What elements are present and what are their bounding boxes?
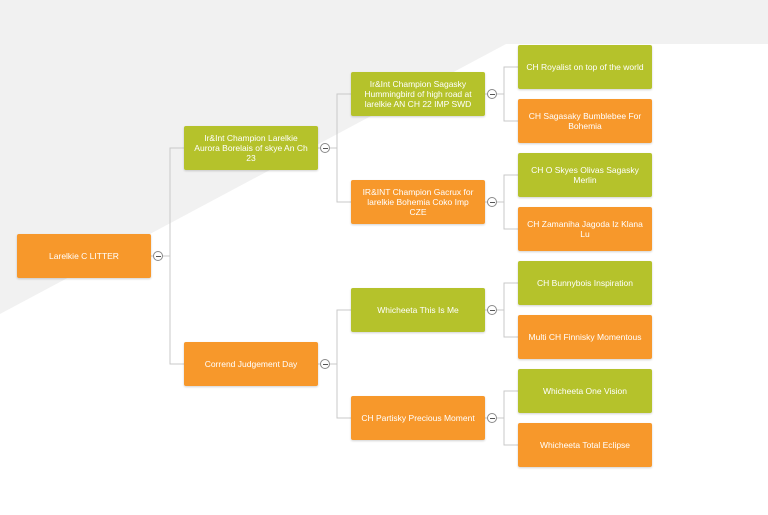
node-sss[interactable]: CH Royalist on top of the world bbox=[518, 45, 652, 89]
node-label: CH Royalist on top of the world bbox=[526, 62, 644, 72]
node-label: Corrend Judgement Day bbox=[204, 359, 298, 369]
node-label: Larelkie C LITTER bbox=[49, 251, 119, 261]
node-label: Ir&Int Champion Sagasky Hummingbird of h… bbox=[364, 79, 472, 109]
node-dam[interactable]: Corrend Judgement Day bbox=[184, 342, 318, 386]
node-dss[interactable]: CH Bunnybois Inspiration bbox=[518, 261, 652, 305]
node-label: CH O Skyes Olivas Sagasky Merlin bbox=[531, 165, 639, 185]
collapse-toggle-sire-sire[interactable] bbox=[487, 89, 497, 99]
collapse-toggle-sire-dam[interactable] bbox=[487, 197, 497, 207]
node-dam-sire[interactable]: Whicheeta This Is Me bbox=[351, 288, 485, 332]
node-label: CH Sagasaky Bumblebee For Bohemia bbox=[528, 111, 642, 131]
collapse-toggle-dam-dam[interactable] bbox=[487, 413, 497, 423]
node-label: Whicheeta This Is Me bbox=[377, 305, 459, 315]
node-label: Whicheeta One Vision bbox=[543, 386, 627, 396]
node-sire-sire[interactable]: Ir&Int Champion Sagasky Hummingbird of h… bbox=[351, 72, 485, 116]
collapse-toggle-dam-sire[interactable] bbox=[487, 305, 497, 315]
collapse-toggle-dam[interactable] bbox=[320, 359, 330, 369]
node-dam-dam[interactable]: CH Partisky Precious Moment bbox=[351, 396, 485, 440]
node-label: CH Partisky Precious Moment bbox=[361, 413, 475, 423]
node-dsd[interactable]: Multi CH Finnisky Momentous bbox=[518, 315, 652, 359]
node-root[interactable]: Larelkie C LITTER bbox=[17, 234, 151, 278]
node-sdd[interactable]: CH Zamaniha Jagoda Iz Klana Lu bbox=[518, 207, 652, 251]
node-label: Ir&Int Champion Larelkie Aurora Borelais… bbox=[194, 133, 308, 163]
node-label: IR&INT Champion Gacrux for larelkie Bohe… bbox=[362, 187, 474, 217]
node-sds[interactable]: CH O Skyes Olivas Sagasky Merlin bbox=[518, 153, 652, 197]
collapse-toggle-root[interactable] bbox=[153, 251, 163, 261]
node-ddd[interactable]: Whicheeta Total Eclipse bbox=[518, 423, 652, 467]
node-label: CH Bunnybois Inspiration bbox=[537, 278, 633, 288]
node-label: CH Zamaniha Jagoda Iz Klana Lu bbox=[527, 219, 643, 239]
collapse-toggle-sire[interactable] bbox=[320, 143, 330, 153]
node-label: Multi CH Finnisky Momentous bbox=[528, 332, 642, 342]
node-sire[interactable]: Ir&Int Champion Larelkie Aurora Borelais… bbox=[184, 126, 318, 170]
node-dds[interactable]: Whicheeta One Vision bbox=[518, 369, 652, 413]
node-label: Whicheeta Total Eclipse bbox=[539, 440, 631, 450]
node-sire-dam[interactable]: IR&INT Champion Gacrux for larelkie Bohe… bbox=[351, 180, 485, 224]
node-ssd[interactable]: CH Sagasaky Bumblebee For Bohemia bbox=[518, 99, 652, 143]
